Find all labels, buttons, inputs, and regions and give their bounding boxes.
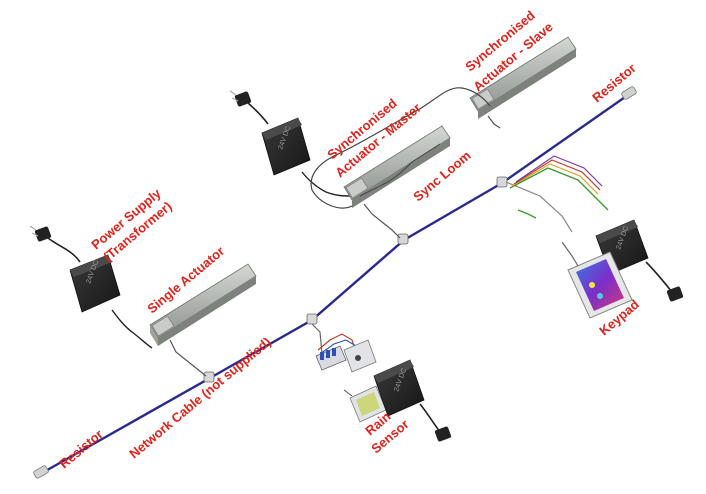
network-cable	[41, 94, 629, 475]
plug-icon	[29, 225, 52, 242]
sync-loom-cable	[310, 87, 491, 209]
sync-loom-cable	[359, 143, 441, 197]
power-supply-left: 24V DC	[29, 225, 153, 349]
terminal-block-icon	[315, 345, 347, 371]
junction-connector-icon	[496, 176, 508, 188]
rain-sensor-wiring	[311, 323, 357, 355]
label-resistor-bottom: Resistor	[56, 426, 106, 471]
junction-connector-icon	[397, 233, 409, 245]
plug-icon	[229, 90, 252, 107]
keypad-wiring	[505, 155, 609, 233]
rain-sensor-control-box	[343, 339, 377, 373]
power-supply-top: 24V DC	[229, 90, 353, 197]
junction-connector-icon	[306, 313, 318, 325]
label-network-cable: Network Cable (not supplied)	[126, 334, 273, 461]
junction-connector-icon	[203, 371, 215, 383]
label-resistor-top: Resistor	[589, 60, 639, 105]
power-supply-rain: 24V DC	[373, 359, 452, 442]
resistor-bottom-icon	[33, 465, 49, 479]
resistor-top-icon	[621, 86, 637, 100]
plug-icon	[666, 286, 684, 302]
single-actuator	[149, 263, 257, 377]
plug-icon	[434, 426, 452, 442]
sync-master-actuator	[343, 125, 451, 239]
keypad-device	[561, 241, 633, 319]
